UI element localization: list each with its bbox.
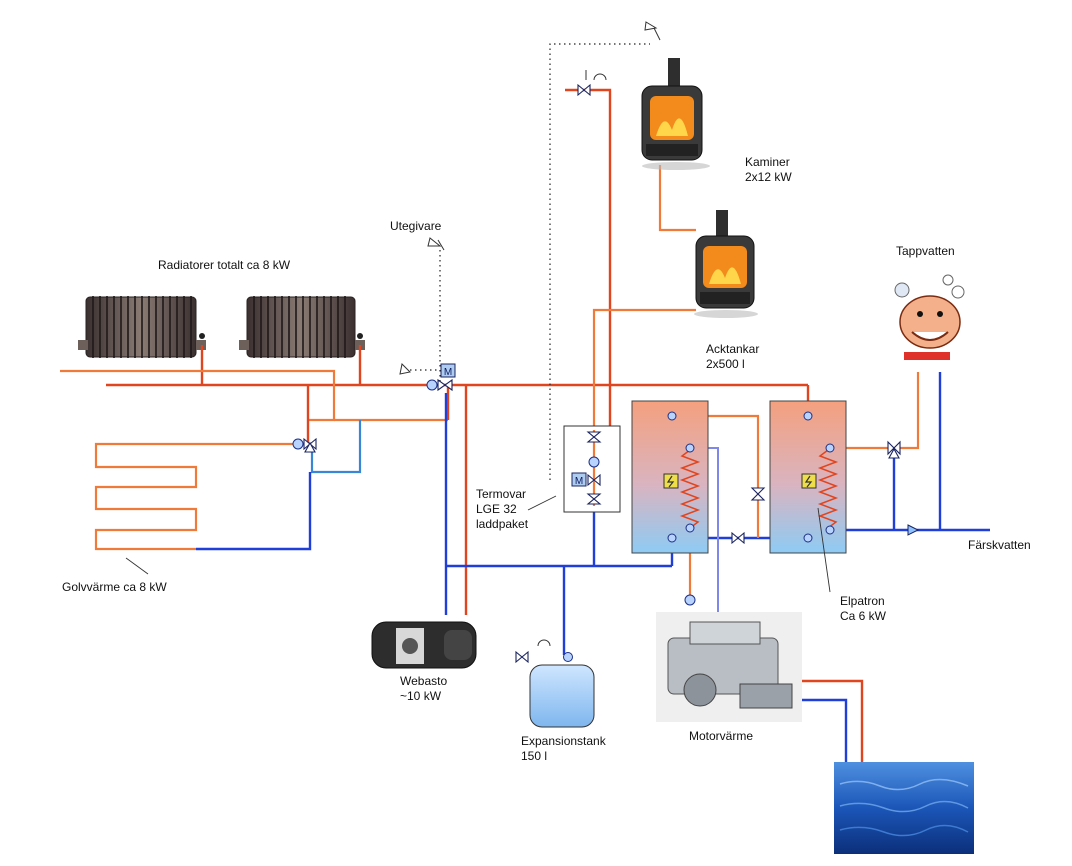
sensor-signal-lines: [410, 43, 650, 480]
webasto-label-line2: ~10 kW: [400, 689, 442, 703]
mixing-valve-radiator: M: [426, 363, 456, 392]
webasto-label: Webasto ~10 kW: [400, 674, 447, 704]
mixing-valve-tapwater: [887, 440, 901, 459]
leader-lines: [125, 495, 831, 593]
outdoor-sensor-label: Utegivare: [390, 219, 442, 233]
stoves-label-line1: Kaminer: [745, 155, 790, 169]
termovar-label-line2: LGE 32: [476, 502, 517, 516]
termovar-label-line1: Termovar: [476, 487, 527, 501]
webasto-heater: [371, 621, 477, 669]
termovar-label-line3: laddpaket: [476, 517, 529, 531]
expansion-tank-label: Expansionstank 150 l: [521, 734, 606, 764]
engine-circ-pump: [684, 594, 696, 606]
tap-water-label: Tappvatten: [896, 244, 955, 258]
radiator-left: [78, 296, 206, 358]
valve-tank-bottom: [731, 531, 745, 545]
termovar-label: Termovar LGE 32 laddpaket: [476, 487, 528, 532]
return-sensor-icon: [399, 362, 412, 375]
expansion-tank-label-line1: Expansionstank: [521, 734, 606, 748]
immersion-heater-label-line2: Ca 6 kW: [840, 609, 887, 623]
shower-person-icon: [880, 272, 976, 368]
accumulator-tank-right: [769, 400, 847, 554]
expansion-tank-label-line2: 150 l: [521, 749, 548, 763]
radiators-label: Radiatorer totalt ca 8 kW: [158, 258, 291, 272]
webasto-label-line1: Webasto: [400, 674, 448, 688]
immersion-heater-label-line1: Elpatron: [840, 594, 885, 608]
engine-heat-label: Motorvärme: [689, 729, 754, 743]
accumulator-tanks-label-line1: Acktankar: [706, 342, 760, 356]
safety-valve-top: [577, 70, 607, 97]
valve-tank-between: [750, 487, 766, 501]
sea-water: [834, 762, 974, 854]
marine-engine: [656, 612, 802, 722]
check-valve-freshwater: [907, 524, 920, 536]
accumulator-tanks-label: Acktankar 2x500 l: [706, 342, 759, 372]
motor-symbol-termovar: M: [575, 476, 583, 487]
immersion-heater-label: Elpatron Ca 6 kW: [840, 594, 886, 624]
expansion-tank: [529, 664, 595, 728]
termovar-unit: M: [563, 425, 621, 513]
floor-heating-loop: [94, 442, 312, 551]
floor-heating-label: Golvvärme ca 8 kW: [62, 580, 167, 594]
motor-symbol-radiator: M: [444, 367, 452, 378]
outdoor-sensor-icon: [427, 237, 445, 251]
fresh-water-label: Färskvatten: [968, 538, 1031, 552]
safety-valve-expansion: [515, 639, 573, 664]
accumulator-tanks-label-line2: 2x500 l: [706, 357, 745, 371]
radiator-supply-pipes: [60, 345, 808, 474]
stoves-label: Kaminer 2x12 kW: [745, 155, 792, 185]
mixing-valve-floor: [292, 437, 317, 453]
accumulator-tank-left: [631, 400, 709, 554]
stoves-label-line2: 2x12 kW: [745, 170, 792, 184]
radiator-right: [239, 296, 365, 358]
stove-lower: [694, 210, 758, 318]
stove-sensor-icon: [644, 21, 661, 41]
stove-upper: [641, 58, 710, 170]
